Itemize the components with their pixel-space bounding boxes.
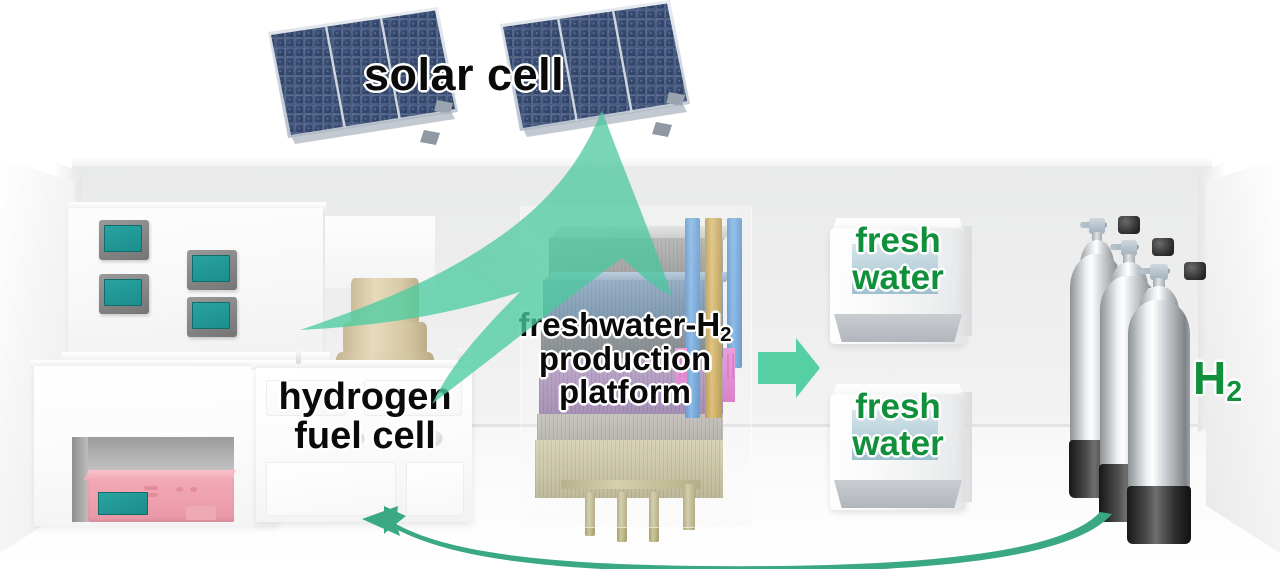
cylinder-body [1127, 300, 1191, 544]
water-container-top [824, 216, 972, 344]
label-platform-text: freshwater-H [518, 306, 721, 343]
manifold-detail [732, 354, 734, 378]
label-hydrogen-fuel-cell-line1: hydrogen [278, 376, 452, 418]
cabinet-niche-side [72, 437, 88, 522]
pipe-blue-right [727, 218, 742, 368]
label-platform-subscript: 2 [720, 323, 732, 347]
cylinder-knob [1152, 238, 1174, 256]
wall-monitor-1 [99, 220, 149, 260]
label-platform-line3: platform [559, 373, 691, 411]
pipe-gold-center [705, 218, 722, 418]
label-fresh-water-bottom-line2: water [852, 424, 944, 464]
label-platform: freshwater-H2 production platform [494, 308, 756, 409]
control-panel-wall-top [68, 202, 326, 210]
label-hydrogen-fuel-cell-line2: fuel cell [294, 414, 436, 457]
room-side-wall-right [1206, 158, 1280, 553]
label-fresh-water-top: fresh water [824, 222, 972, 296]
monitor-screen [104, 279, 142, 306]
water-container-base [834, 480, 962, 508]
pink-device-vent [144, 486, 158, 490]
label-hydrogen-symbol: H2 [1193, 352, 1242, 407]
cylinder-knob [1118, 216, 1140, 234]
beige-tank-middle [343, 322, 427, 356]
label-platform-line2: production [538, 339, 712, 377]
monitor-screen [192, 255, 230, 282]
label-fresh-water-top-line2: water [852, 258, 944, 298]
cylinder-valve [1150, 264, 1168, 280]
pink-device-screen [98, 492, 148, 515]
pink-device-indicator [176, 487, 183, 492]
label-fresh-water-bottom-line1: fresh [855, 387, 941, 426]
manifold-detail [727, 354, 729, 378]
label-hydrogen-fuel-cell: hydrogen fuel cell [246, 378, 484, 456]
cylinder-valve [1120, 240, 1138, 256]
beige-tank-upper [351, 278, 419, 326]
gas-cylinder-front [1127, 262, 1206, 544]
fuel-cell-post-left [296, 350, 301, 364]
wall-monitor-2 [99, 274, 149, 314]
pipe-blue-left [685, 218, 700, 418]
cylinder-knob [1184, 262, 1206, 280]
water-container-bottom [824, 382, 972, 510]
cylinder-valve [1089, 218, 1105, 234]
label-fresh-water-bottom: fresh water [824, 388, 972, 462]
pink-device-top [84, 470, 236, 480]
fuel-cell-panel-lower [266, 462, 396, 516]
water-container-bevel [956, 226, 972, 336]
manifold-detail [684, 354, 686, 378]
monitor-screen [192, 302, 230, 329]
wall-monitor-4 [187, 297, 237, 337]
label-platform-line1: freshwater-H2 [494, 306, 756, 346]
wall-monitor-3 [187, 250, 237, 290]
platform-layer-grey2 [537, 414, 723, 440]
fuel-cell-knob-3 [422, 430, 442, 446]
pink-device-indicator [190, 487, 197, 492]
water-container-bevel [956, 392, 972, 502]
bottom-header-pipe [561, 480, 701, 489]
label-fresh-water-top-line1: fresh [855, 221, 941, 260]
pink-device-vent [144, 493, 158, 497]
manifold-detail [679, 354, 681, 378]
fuel-cell-knob-2 [396, 430, 416, 446]
label-solar-cell: solar cell [364, 49, 565, 100]
water-container-window [852, 244, 938, 294]
pink-device-door [186, 506, 216, 520]
fuel-cell-knob-1 [344, 430, 364, 446]
fuel-cell-post-right [458, 348, 463, 362]
cylinder-base [1127, 486, 1191, 544]
water-container-base [834, 314, 962, 342]
water-container-window [852, 410, 938, 460]
label-h2-subscript: 2 [1226, 376, 1243, 409]
monitor-screen [104, 225, 142, 252]
label-h2-text: H [1193, 352, 1227, 404]
left-cabinet-top [30, 360, 280, 368]
fuel-cell-door [406, 462, 464, 516]
